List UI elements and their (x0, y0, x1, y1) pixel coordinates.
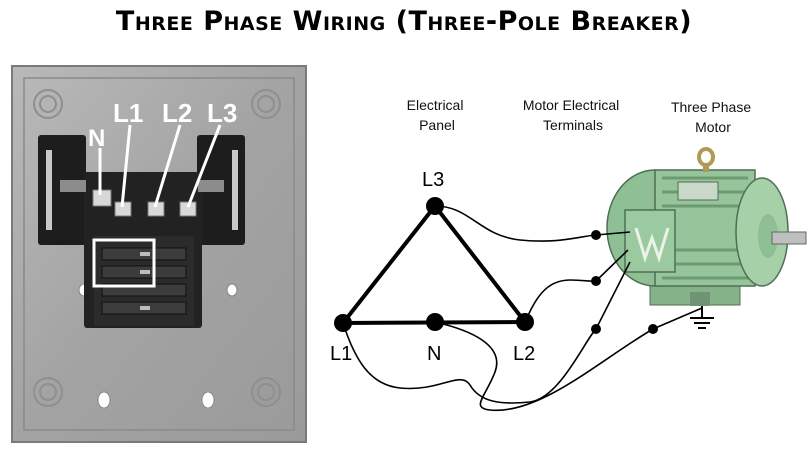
panel-label-l3: L3 (207, 98, 237, 128)
delta-triangle (341, 204, 527, 325)
node-label-l2: L2 (513, 343, 535, 365)
bus-assembly (38, 135, 245, 328)
node-label-n: N (427, 343, 441, 365)
panel-label-l1: L1 (113, 98, 143, 128)
header-electrical-panel: Electrical Panel (407, 97, 468, 133)
header-motor-terminals: Motor Electrical Terminals (523, 97, 623, 133)
node-n (426, 313, 444, 331)
node-label-l1: L1 (330, 343, 352, 365)
header-three-phase-motor: Three Phase Motor (671, 99, 755, 135)
breaker-highlight-box (92, 238, 156, 288)
panel-label-n: N (88, 125, 105, 152)
node-l3 (426, 197, 444, 215)
wire-l3 (434, 205, 597, 242)
node-l2 (516, 313, 534, 331)
wire-l1 (342, 322, 597, 404)
wire-neutral (434, 321, 654, 411)
node-l1 (334, 314, 352, 332)
panel-label-l2: L2 (162, 98, 192, 128)
page-title: Three Phase Wiring (Three-Pole Breaker) (115, 6, 693, 37)
wire-l2 (524, 279, 597, 323)
motor-illustration (606, 147, 807, 306)
ground-symbol-icon (690, 306, 714, 329)
terminal-dots (591, 230, 658, 334)
node-label-l3: L3 (422, 169, 444, 191)
wires (342, 205, 703, 411)
